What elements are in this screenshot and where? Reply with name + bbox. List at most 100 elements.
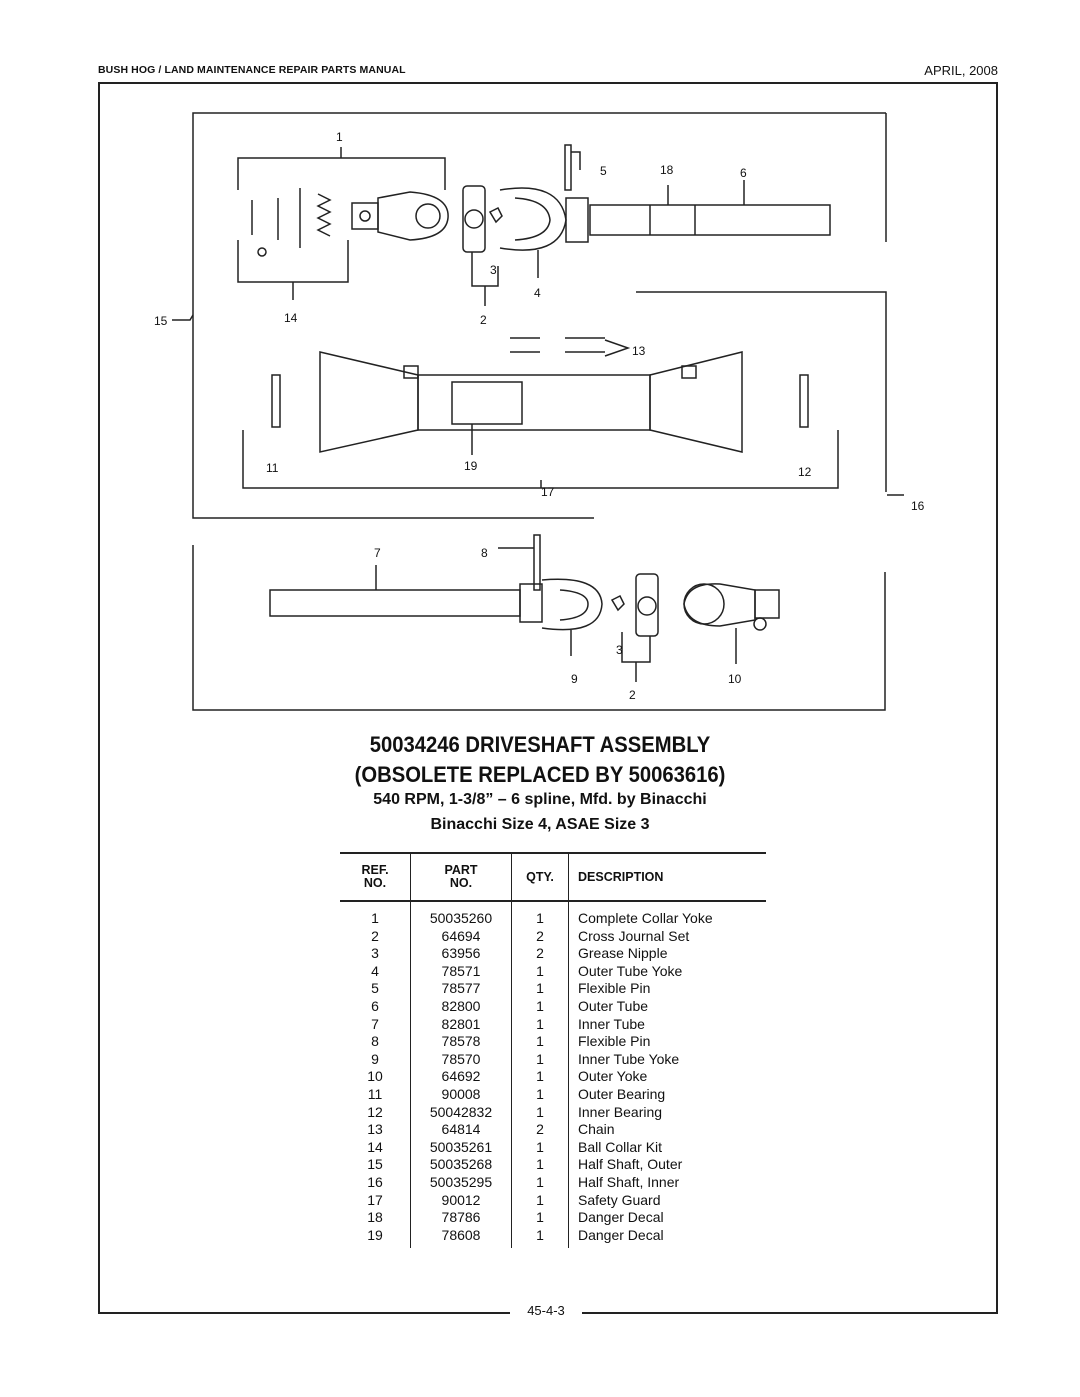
- callout-18: 18: [660, 163, 674, 177]
- description-cell: Danger Decal: [578, 1209, 664, 1226]
- part-no-cell: 78578: [410, 1033, 512, 1051]
- qty-cell: 1: [511, 1173, 569, 1192]
- callout-15: 15: [154, 314, 168, 328]
- description-cell: Cross Journal Set: [578, 927, 690, 944]
- qty-cell: 1: [511, 1015, 569, 1034]
- header-qty: QTY.: [511, 853, 569, 901]
- part-no-cell: 82801: [410, 1015, 512, 1034]
- qty-cell: 1: [511, 980, 569, 998]
- manual-title: BUSH HOG / LAND MAINTENANCE REPAIR PARTS…: [98, 64, 406, 76]
- frame-bottom-left: [98, 1312, 510, 1314]
- ref-cell: 8: [340, 1033, 411, 1051]
- part-no-cell: 64814: [410, 1121, 512, 1139]
- description-cell: Inner Tube: [578, 1015, 645, 1032]
- description-cell: Outer Bearing: [578, 1085, 666, 1102]
- qty-cell: 1: [511, 1033, 569, 1051]
- page-frame: [98, 82, 998, 1314]
- qty-cell: 1: [511, 962, 569, 981]
- manual-date: APRIL, 2008: [924, 63, 998, 78]
- part-no-cell: 78786: [410, 1209, 512, 1227]
- callout-8: 8: [481, 546, 488, 560]
- frame-bottom-right: [582, 1312, 998, 1314]
- callout-2-upper: 2: [480, 313, 487, 327]
- callout-17: 17: [541, 485, 555, 499]
- description-cell: Ball Collar Kit: [578, 1138, 663, 1155]
- ref-cell: 2: [340, 927, 411, 946]
- callout-2-lower: 2: [629, 688, 636, 702]
- part-no-cell: 50035261: [410, 1138, 512, 1157]
- qty-cell: 2: [511, 945, 569, 963]
- ref-cell: 14: [340, 1138, 411, 1157]
- callout-6: 6: [740, 166, 747, 180]
- callout-12: 12: [798, 465, 812, 479]
- description-cell: Chain: [578, 1121, 615, 1138]
- header-ref-no: REF.NO.: [340, 853, 411, 901]
- part-no-cell: 78608: [410, 1226, 512, 1249]
- description-cell: Inner Tube Yoke: [578, 1050, 680, 1067]
- description-cell: Safety Guard: [578, 1191, 661, 1208]
- description-cell: Danger Decal: [578, 1226, 664, 1243]
- description-cell: Grease Nipple: [578, 945, 668, 962]
- callout-10: 10: [728, 672, 742, 686]
- qty-cell: 1: [511, 1209, 569, 1227]
- description-cell: Half Shaft, Inner: [578, 1173, 680, 1190]
- assembly-title: 50034246 DRIVESHAFT ASSEMBLY: [369, 732, 711, 757]
- description-cell: Outer Tube Yoke: [578, 962, 683, 979]
- ref-cell: 9: [340, 1050, 411, 1069]
- qty-cell: 1: [511, 1103, 569, 1122]
- part-no-cell: 90008: [410, 1085, 512, 1104]
- ref-cell: 13: [340, 1121, 411, 1139]
- part-no-cell: 64694: [410, 927, 512, 946]
- description-cell: Flexible Pin: [578, 980, 651, 997]
- ref-cell: 15: [340, 1156, 411, 1174]
- part-no-cell: 50035260: [410, 901, 512, 928]
- qty-cell: 1: [511, 901, 569, 928]
- description-cell: Half Shaft, Outer: [578, 1156, 683, 1173]
- callout-4: 4: [534, 286, 541, 300]
- part-no-cell: 78571: [410, 962, 512, 981]
- callout-16: 16: [911, 499, 925, 513]
- ref-cell: 3: [340, 945, 411, 963]
- qty-cell: 1: [511, 1191, 569, 1210]
- ref-cell: 17: [340, 1191, 411, 1210]
- part-no-cell: 50035295: [410, 1173, 512, 1192]
- ref-cell: 19: [340, 1226, 411, 1249]
- ref-cell: 6: [340, 997, 411, 1016]
- part-no-cell: 78570: [410, 1050, 512, 1069]
- part-no-cell: 90012: [410, 1191, 512, 1210]
- part-no-cell: 50035268: [410, 1156, 512, 1174]
- callout-3-lower: 3: [616, 643, 623, 657]
- part-no-cell: 82800: [410, 997, 512, 1016]
- description-cell: Flexible Pin: [578, 1033, 651, 1050]
- ref-cell: 7: [340, 1015, 411, 1034]
- callout-11: 11: [266, 461, 279, 475]
- description-cell: Outer Yoke: [578, 1068, 648, 1085]
- ref-cell: 4: [340, 962, 411, 981]
- callout-9: 9: [571, 672, 578, 686]
- qty-cell: 1: [511, 1085, 569, 1104]
- size-line: Binacchi Size 4, ASAE Size 3: [430, 816, 650, 833]
- ref-cell: 16: [340, 1173, 411, 1192]
- part-no-cell: 50042832: [410, 1103, 512, 1122]
- qty-cell: 1: [511, 1226, 569, 1249]
- ref-cell: 11: [340, 1085, 411, 1104]
- description-cell: Inner Bearing: [578, 1103, 663, 1120]
- callout-14: 14: [284, 311, 298, 325]
- qty-cell: 1: [511, 1138, 569, 1157]
